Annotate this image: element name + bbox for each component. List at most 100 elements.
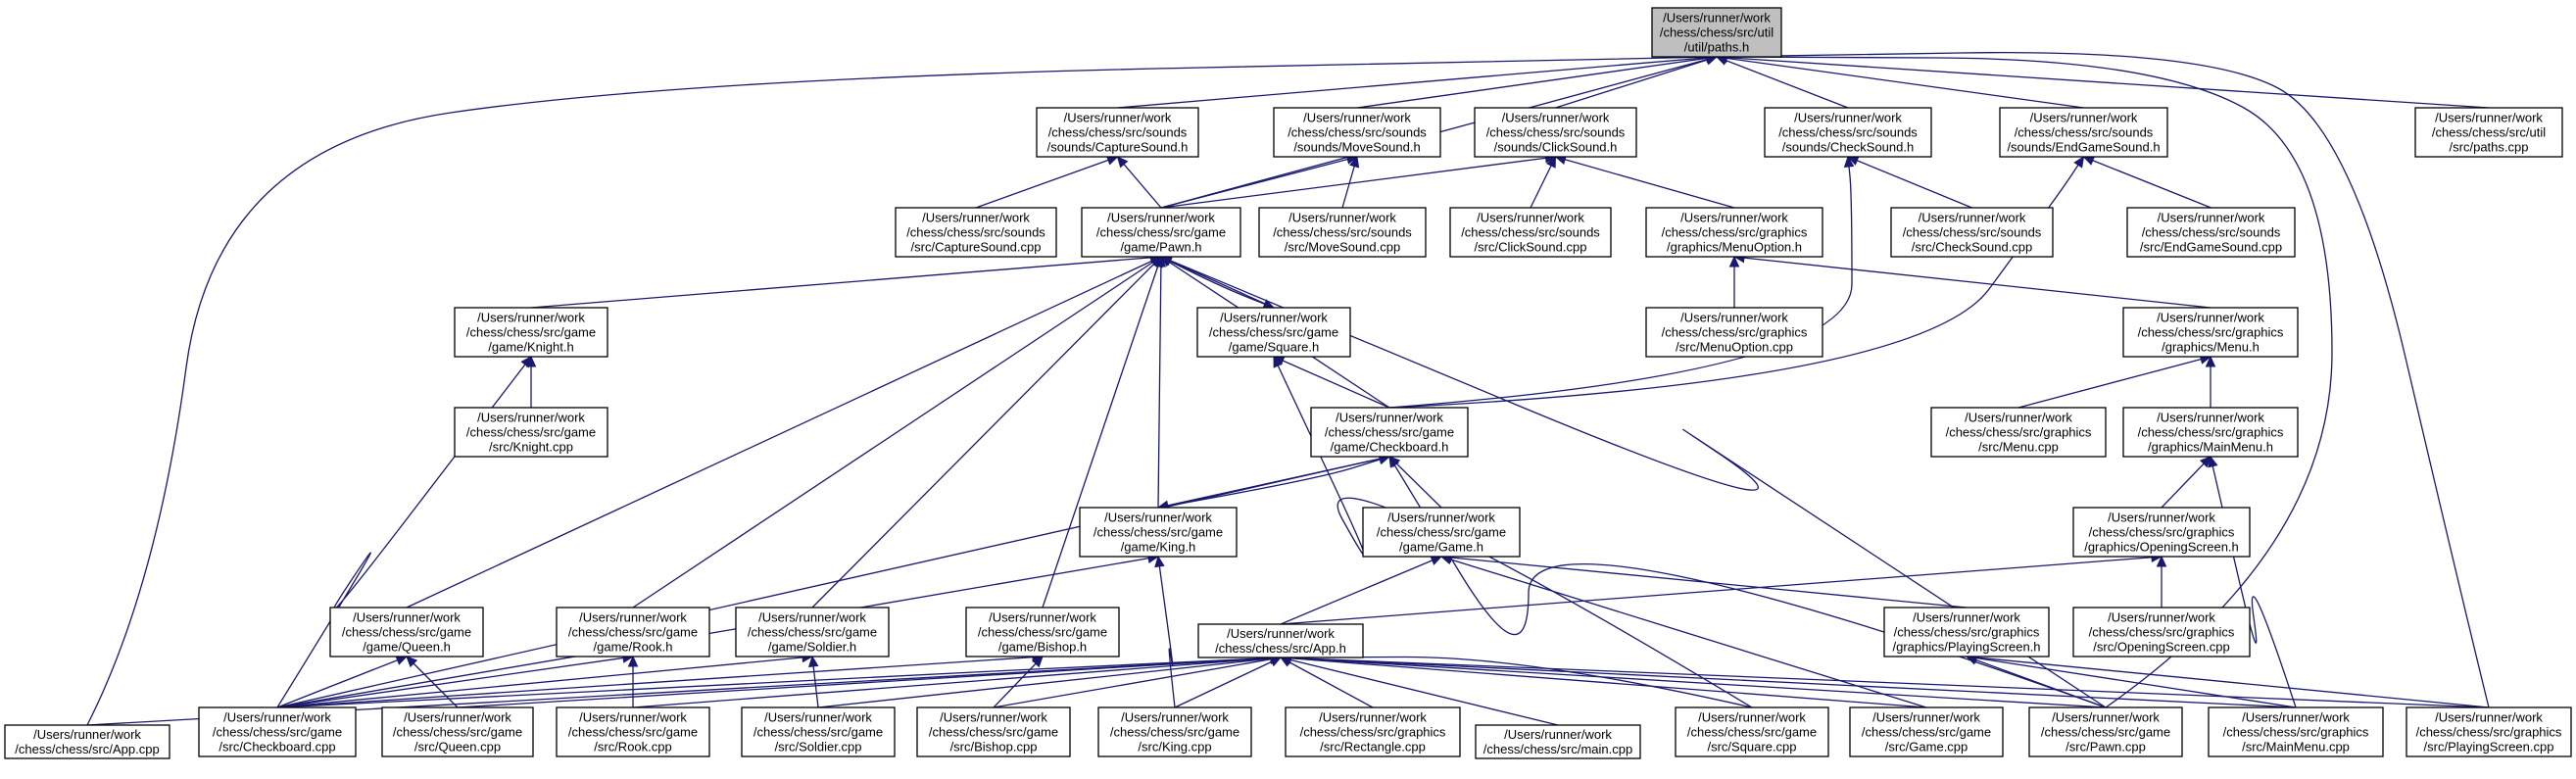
node-soldier-cpp[interactable]: /Users/runner/work/chess/chess/src/game/… [741,706,896,757]
node-menuoption-h[interactable]: /Users/runner/work/chess/chess/src/graph… [1645,207,1823,258]
node-label-line: /graphics/PlayingScreen.h [1892,640,2040,655]
node-label-line: /src/Pawn.cpp [2066,740,2146,755]
edge-line [1716,56,1849,109]
node-rook-h[interactable]: /Users/runner/work/chess/chess/src/game/… [556,607,710,657]
node-label-line: /Users/runner/work [1387,511,1495,525]
node-checkboard-cpp[interactable]: /Users/runner/work/chess/chess/src/game/… [198,706,357,757]
edge-line [2017,356,2211,409]
node-king-cpp[interactable]: /Users/runner/work/chess/chess/src/game/… [1097,706,1252,757]
node-check-cpp[interactable]: /Users/runner/work/chess/chess/src/sound… [1890,207,2054,258]
node-capture-cpp[interactable]: /Users/runner/work/chess/chess/src/sound… [895,207,1057,258]
node-label-line: /Users/runner/work [2052,710,2160,725]
node-click-h[interactable]: /Users/runner/work/chess/chess/src/sound… [1474,107,1637,158]
node-mainmenu-h[interactable]: /Users/runner/work/chess/chess/src/graph… [2122,407,2299,458]
edge-line [1157,456,1390,509]
node-box [1999,107,2168,158]
node-label-line: /Users/runner/work [1303,111,1411,125]
node-paths-cpp[interactable]: /Users/runner/work/chess/chess/src/util/… [2414,107,2563,158]
node-knight-h[interactable]: /Users/runner/work/chess/chess/src/game/… [454,307,608,358]
node-queen-h[interactable]: /Users/runner/work/chess/chess/src/game/… [329,607,484,657]
node-label-line: /game/Checkboard.h [1331,440,1449,455]
node-playing-h[interactable]: /Users/runner/work/chess/chess/src/graph… [1883,607,2050,657]
node-square-cpp[interactable]: /Users/runner/work/chess/chess/src/game/… [1675,706,1829,757]
node-capture-h[interactable]: /Users/runner/work/chess/chess/src/sound… [1036,107,1199,158]
node-label-line: /Users/runner/work [1288,211,1396,225]
node-label-line: /chess/chess/src/sounds [1048,125,1188,140]
node-main-cpp[interactable]: /Users/runner/work/chess/chess/src/main.… [1475,724,1641,759]
node-label-line: /sounds/ClickSound.h [1494,140,1618,155]
edge-arrowhead [2073,155,2085,169]
edge-soldier_cpp-to-soldier_h [807,655,819,708]
edge-line [1280,657,1374,708]
node-label-line: /src/PlayingScreen.cpp [2424,740,2554,755]
node-opening-h[interactable]: /Users/runner/work/chess/chess/src/graph… [2072,507,2251,558]
edge-line [1280,657,1559,726]
edge-game_cpp-to-game_h [1439,555,1927,708]
node-opening-cpp[interactable]: /Users/runner/work/chess/chess/src/graph… [2072,607,2251,657]
node-click-cpp[interactable]: /Users/runner/work/chess/chess/src/sound… [1449,207,1612,258]
node-pawn-h[interactable]: /Users/runner/work/chess/chess/src/game/… [1081,207,1241,258]
node-label-line: /Users/runner/work [1794,111,1902,125]
node-label-line: /chess/chess/src/game [1209,325,1338,340]
node-label-line: /Users/runner/work [922,211,1030,225]
node-label-line: /Users/runner/work [2435,710,2543,725]
node-rectangle-cpp[interactable]: /Users/runner/work/chess/chess/src/graph… [1285,706,1461,757]
node-box [1310,407,1469,458]
node-queen-cpp[interactable]: /Users/runner/work/chess/chess/src/game/… [381,706,534,757]
node-game-cpp[interactable]: /Users/runner/work/chess/chess/src/game/… [1849,706,2004,757]
edge-checkboard_cpp-to-knight_h [276,356,532,708]
node-square-h[interactable]: /Users/runner/work/chess/chess/src/game/… [1196,307,1351,358]
node-label-line: /Users/runner/work [1919,211,2026,225]
node-app-cpp[interactable]: /Users/runner/work/chess/chess/src/App.c… [4,724,170,759]
node-mainmenu-cpp[interactable]: /Users/runner/work/chess/chess/src/graph… [2208,706,2384,757]
node-game-h[interactable]: /Users/runner/work/chess/chess/src/game/… [1362,507,1521,558]
node-menuoption-cpp[interactable]: /Users/runner/work/chess/chess/src/graph… [1645,307,1823,358]
node-menu-cpp[interactable]: /Users/runner/work/chess/chess/src/graph… [1930,407,2107,458]
edge-opening_h-to-mainmenu_h [2161,456,2211,509]
edge-arrowhead [1430,556,1443,565]
node-label-line: /src/CaptureSound.cpp [911,240,1042,255]
node-box [1097,706,1252,757]
edge-arrowhead [1546,155,1557,169]
node-box [1930,407,2107,458]
node-label-line: /src/Checkboard.cpp [219,740,335,755]
node-king-h[interactable]: /Users/runner/work/chess/chess/src/game/… [1079,507,1238,558]
node-box [2406,706,2572,757]
node-box [1362,507,1521,558]
edge-paths_cpp-to-paths_h [1715,52,2490,109]
node-label-line: /Users/runner/work [353,610,461,625]
node-menu-h[interactable]: /Users/runner/work/chess/chess/src/graph… [2122,307,2299,358]
node-pawn-cpp[interactable]: /Users/runner/work/chess/chess/src/game/… [2028,706,2183,757]
node-app-h[interactable]: /Users/runner/work/chess/chess/src/App.h [1197,623,1364,658]
node-label-line: /src/paths.cpp [2450,140,2529,155]
node-label-line: /chess/chess/src/game [1096,225,1226,240]
node-label-line: /Users/runner/work [1680,211,1788,225]
node-soldier-h[interactable]: /Users/runner/work/chess/chess/src/game/… [735,607,890,657]
node-label-line: /chess/chess/src/graphics [2138,425,2284,440]
node-label-line: /chess/chess/src/main.cpp [1483,742,1632,756]
node-move-h[interactable]: /Users/runner/work/chess/chess/src/sound… [1273,107,1441,158]
node-bishop-cpp[interactable]: /Users/runner/work/chess/chess/src/game/… [916,706,1071,757]
node-checkboard-h[interactable]: /Users/runner/work/chess/chess/src/game/… [1310,407,1469,458]
node-label-line: /chess/chess/src/game [1110,725,1239,740]
edge-line [276,656,408,708]
node-label-line: /chess/chess/src/game [1687,725,1817,740]
node-bishop-h[interactable]: /Users/runner/work/chess/chess/src/game/… [965,607,1120,657]
node-endgame-cpp[interactable]: /Users/runner/work/chess/chess/src/sound… [2126,207,2296,258]
edge-pawn_h-to-click_h [1160,153,1557,209]
node-label-line: /src/MoveSound.cpp [1285,240,1401,255]
node-label-line: /Users/runner/work [1107,211,1215,225]
node-knight-cpp[interactable]: /Users/runner/work/chess/chess/src/game/… [454,407,608,458]
edge-line [1847,156,1972,209]
edge-line [632,256,1162,609]
edge-playing_h-to-game_h [1439,552,1968,609]
node-box [1645,207,1823,258]
edge-arrowhead [395,655,409,665]
node-rook-cpp[interactable]: /Users/runner/work/chess/chess/src/game/… [556,706,710,757]
edge-pawn_cpp-to-checkboard_h [1388,455,2107,708]
node-playing-cpp[interactable]: /Users/runner/work/chess/chess/src/graph… [2406,706,2572,757]
node-label-line: /Users/runner/work [1913,610,2020,625]
node-check-h[interactable]: /Users/runner/work/chess/chess/src/sound… [1764,107,1932,158]
node-move-cpp[interactable]: /Users/runner/work/chess/chess/src/sound… [1258,207,1427,258]
node-endgame-h[interactable]: /Users/runner/work/chess/chess/src/sound… [1999,107,2168,158]
